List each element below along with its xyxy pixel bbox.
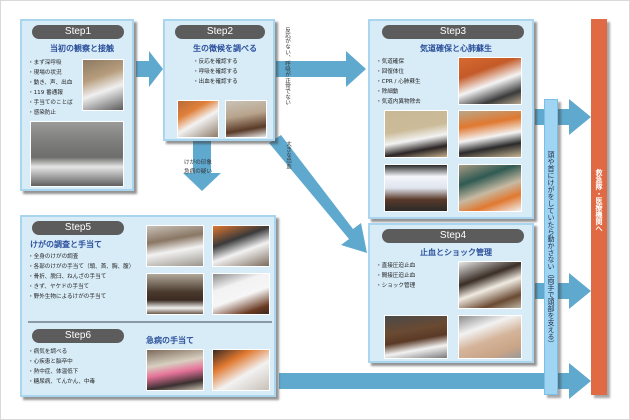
step4-photo-3	[458, 315, 522, 359]
step1-panel: Step1 当初の観察と接触 まず深呼吸 現場の状況 動き、声、出血 119 番…	[20, 19, 134, 191]
step4-title: 止血とショック管理	[420, 248, 492, 257]
arrow-label-line2: 急病の疑い	[184, 169, 212, 175]
list-item: 間接圧迫止血	[376, 271, 416, 281]
list-item: 現場の状況	[28, 68, 73, 78]
list-item: CPR / 心肺蘇生	[376, 77, 421, 87]
arrow-step6-to-emergency	[279, 363, 591, 399]
neck-injury-caution-text: 頭や首にけがをしていたら動かさない（両手で頭部を支える）	[547, 151, 555, 347]
list-item: 糖尿病、てんかん、中毒	[28, 377, 96, 387]
list-item: 熱中症、体温低下	[28, 367, 95, 377]
step1-title: 当初の観察と接触	[50, 44, 114, 53]
emergency-services-text: 救急隊・医療機関へ	[595, 169, 603, 232]
list-item: 動き、声、出血	[28, 78, 73, 88]
list-item: 感染防止	[28, 108, 73, 118]
step2-panel: Step2 生の徴候を調べる 反応を確認する 呼吸を確認する 出血を確認する	[163, 19, 275, 141]
arrow-step1-to-step2	[136, 51, 163, 87]
step3-photo-3	[458, 110, 522, 158]
arrow-label-step2-to-step3: 反応がない、呼吸が正常でない	[284, 27, 290, 106]
step1-label: Step1	[32, 25, 124, 39]
arrow-step2-to-step5	[183, 141, 221, 191]
list-item: きず、ヤケドの手当て	[28, 282, 134, 292]
step4-label: Step4	[382, 229, 524, 243]
list-item: まず深呼吸	[28, 58, 73, 68]
step5-photo-2	[212, 225, 270, 267]
step3-panel: Step3 気道確保と心肺蘇生 気道確保 回復体位 CPR / 心肺蘇生 除細動…	[368, 19, 534, 219]
step6-photo-2	[212, 349, 270, 391]
step2-label: Step2	[175, 25, 265, 39]
step5-step6-panel: Step5 けがの調査と手当て 全身のけがの調査 各部のけがの手当て（頭、首、胸…	[20, 215, 276, 397]
step2-photo-1	[177, 100, 219, 138]
neck-injury-caution-bar	[544, 99, 558, 395]
step1-photo-1	[82, 59, 124, 111]
step1-photo-2	[30, 121, 124, 187]
list-item: 除細動	[376, 87, 421, 97]
step6-items: 病気を調べる 心疾患と脳卒中 熱中症、体温低下 糖尿病、てんかん、中毒	[28, 347, 96, 387]
step6-title: 急病の手当て	[146, 336, 194, 345]
step2-items: 反応を確認する 呼吸を確認する 出血を確認する	[193, 57, 238, 87]
step3-photo-2	[384, 110, 448, 158]
list-item: 出血を確認する	[193, 77, 238, 87]
step4-items: 直接圧迫止血 間接圧迫止血 ショック管理	[376, 261, 416, 291]
emergency-services-bar	[591, 19, 607, 395]
step3-title: 気道確保と心肺蘇生	[420, 44, 492, 53]
list-item: 回復体位	[376, 67, 421, 77]
step5-label: Step5	[32, 221, 124, 235]
step3-label: Step3	[382, 25, 524, 39]
step2-photo-2	[225, 100, 267, 138]
list-item: 直接圧迫止血	[376, 261, 416, 271]
list-item: 骨折、脱臼、ねんざの手当て	[28, 272, 134, 282]
step3-photo-1	[458, 57, 522, 105]
arrow-step3-to-emergency	[535, 99, 591, 135]
list-item: 気道確保	[376, 57, 421, 67]
step3-photo-5	[458, 164, 522, 212]
list-item: 病気を調べる	[28, 347, 95, 357]
list-item: 反応を確認する	[193, 57, 238, 67]
list-item: 心疾患と脳卒中	[28, 357, 95, 367]
step6-photo-1	[146, 349, 204, 391]
step4-photo-2	[384, 315, 448, 359]
step6-label: Step6	[32, 329, 124, 343]
step4-panel: Step4 止血とショック管理 直接圧迫止血 間接圧迫止血 ショック管理	[368, 223, 534, 363]
step4-photo-1	[458, 261, 522, 309]
list-item: 119 番通報	[28, 88, 73, 98]
step5-photo-3	[146, 273, 204, 315]
list-item: ショック管理	[376, 281, 416, 291]
step5-photo-1	[146, 225, 204, 267]
step1-items: まず深呼吸 現場の状況 動き、声、出血 119 番通報 手当てのことば 感染防止	[28, 58, 73, 118]
list-item: 各部のけがの手当て（頭、首、胸、腹）	[28, 262, 135, 272]
arrow-step4-to-emergency	[535, 273, 591, 309]
step5-photo-4	[212, 273, 270, 315]
arrow-label-step2-to-step5: けがの印象 急病の疑い	[184, 159, 212, 177]
step3-items: 気道確保 回復体位 CPR / 心肺蘇生 除細動 気道内異物除去	[376, 57, 421, 107]
list-item: 野外生物によるけがの手当て	[28, 292, 134, 302]
list-item: 気道内異物除去	[376, 97, 421, 107]
step2-title: 生の徴候を調べる	[193, 44, 257, 53]
arrow-step2-to-step4	[269, 135, 367, 253]
list-item: 呼吸を確認する	[193, 67, 238, 77]
step3-photo-4	[384, 164, 448, 212]
step5-title: けがの調査と手当て	[30, 240, 102, 249]
list-item: 手当てのことば	[28, 98, 73, 108]
list-item: 全身のけがの調査	[28, 252, 134, 262]
arrow-step2-to-step3	[276, 51, 366, 87]
arrow-label-line1: けがの印象	[184, 160, 212, 166]
step5-step6-divider	[28, 321, 272, 323]
arrow-label-step2-to-step4: 大きな出血	[285, 141, 291, 169]
step5-items: 全身のけがの調査 各部のけがの手当て（頭、首、胸、腹） 骨折、脱臼、ねんざの手当…	[28, 252, 135, 302]
